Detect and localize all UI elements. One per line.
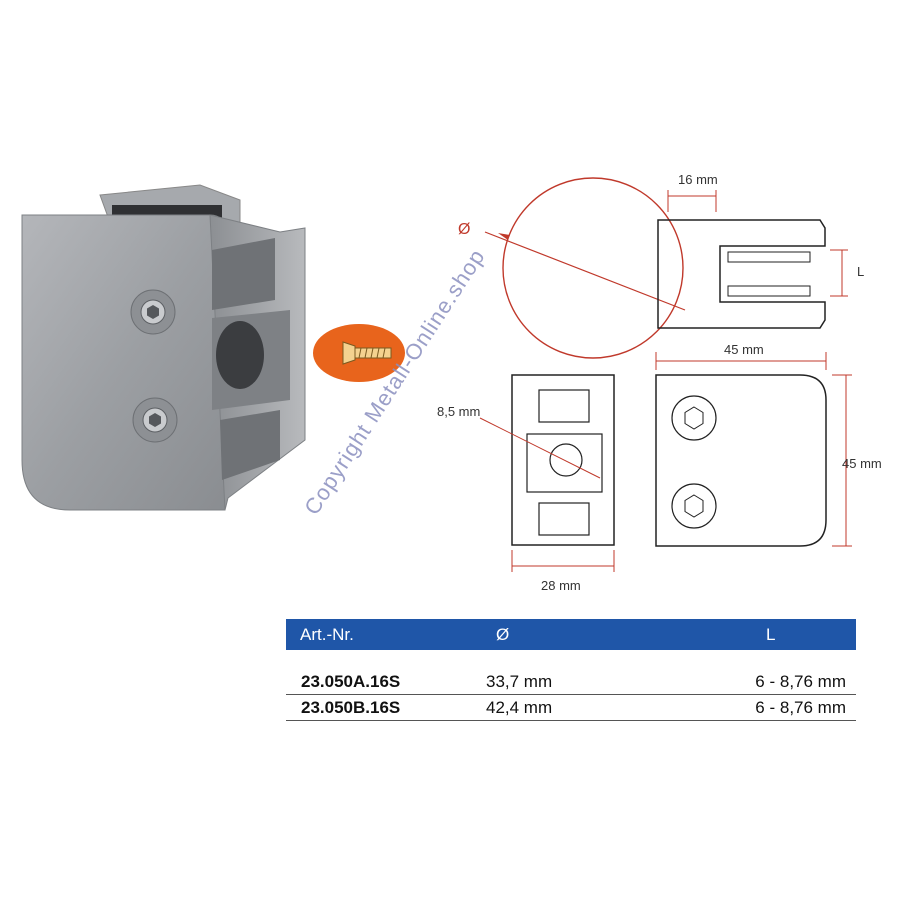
diameter-symbol: Ø bbox=[458, 221, 470, 238]
cell-L: 6 - 8,76 mm bbox=[755, 672, 846, 691]
diameter-line bbox=[484, 231, 686, 311]
header-diameter: Ø bbox=[496, 625, 510, 644]
table-row: 23.050A.16S 33,7 mm 6 - 8,76 mm bbox=[286, 669, 856, 695]
header-L: L bbox=[766, 625, 776, 644]
dim-28mm: 28 mm bbox=[541, 578, 581, 593]
screw-icon bbox=[342, 341, 392, 365]
dim-45mm-top: 45 mm bbox=[724, 342, 764, 357]
dim-45mm-side: 45 mm bbox=[842, 456, 882, 471]
dim-L: L bbox=[857, 264, 864, 279]
dim-16mm: 16 mm bbox=[678, 172, 718, 187]
cell-L: 6 - 8,76 mm bbox=[755, 698, 846, 717]
cell-diameter: 42,4 mm bbox=[486, 698, 553, 717]
cell-diameter: 33,7 mm bbox=[486, 672, 553, 691]
technical-drawing: Ø 16 mm L 8,5 mm 28 mm 45 mm 45 mm bbox=[437, 172, 882, 593]
spec-table: Art.-Nr. Ø L 23.050A.16S 33,7 mm 6 - 8,7… bbox=[286, 619, 856, 721]
clamp-back-view bbox=[511, 374, 615, 546]
tube-circle bbox=[502, 177, 684, 359]
clamp-front-view bbox=[655, 374, 827, 547]
clamp-side-view bbox=[657, 219, 826, 329]
cell-art-nr: 23.050A.16S bbox=[301, 672, 401, 691]
table-header: Art.-Nr. Ø L bbox=[286, 619, 856, 650]
cell-art-nr: 23.050B.16S bbox=[301, 698, 401, 717]
header-art-nr: Art.-Nr. bbox=[300, 625, 354, 644]
table-row: 23.050B.16S 42,4 mm 6 - 8,76 mm bbox=[286, 695, 856, 721]
dim-8-5mm: 8,5 mm bbox=[437, 404, 480, 419]
product-photo bbox=[21, 184, 306, 511]
screw-badge bbox=[313, 324, 405, 382]
